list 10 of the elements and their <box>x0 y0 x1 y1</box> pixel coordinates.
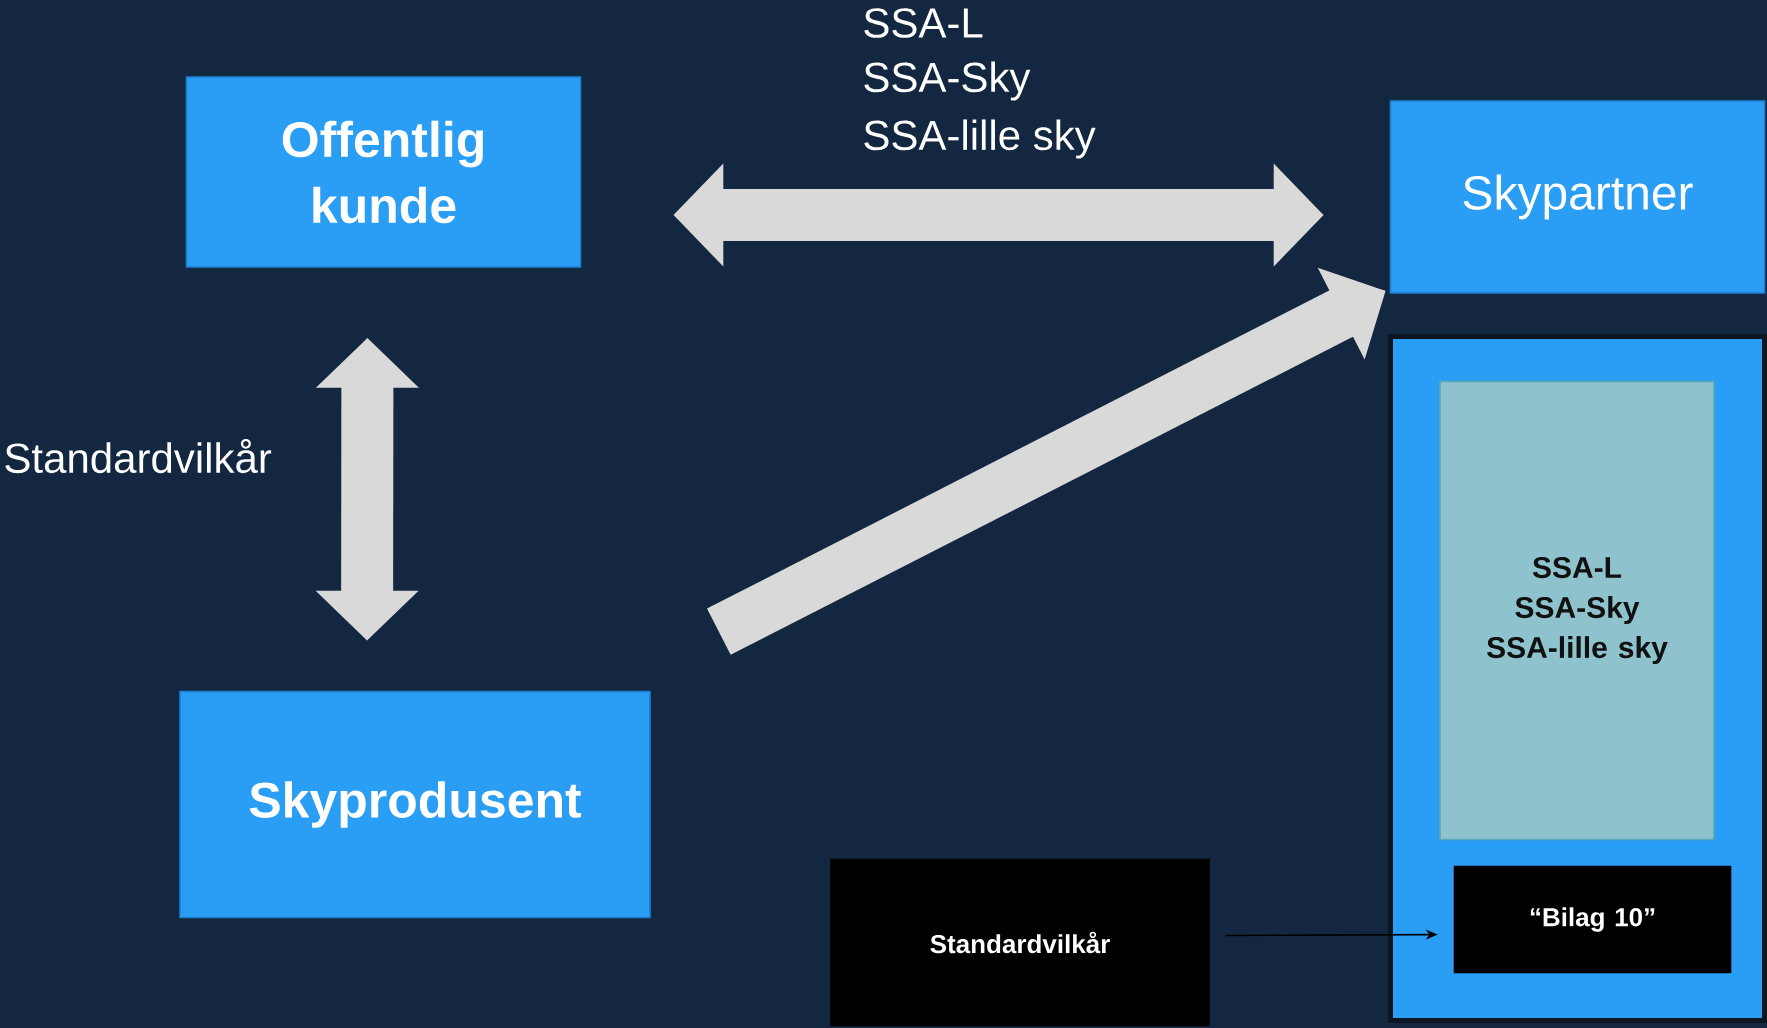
process-box: Standardvilkår <box>830 858 1210 1027</box>
list-box: SSA-L SSA-Sky SSA-lille sky <box>1439 380 1715 841</box>
process-box: “Bilag 10” <box>1453 865 1732 974</box>
text-label: SSA-lille sky <box>864 119 1096 159</box>
text-label: SSA-L <box>864 8 983 38</box>
process-box: Skyprodusent <box>179 690 651 919</box>
text-label: Standardvilkår <box>5 438 272 474</box>
text-label: SSA-Sky <box>864 61 1031 101</box>
process-box: Skypartner <box>1389 100 1766 294</box>
process-box: Offentlig kunde <box>185 76 582 268</box>
